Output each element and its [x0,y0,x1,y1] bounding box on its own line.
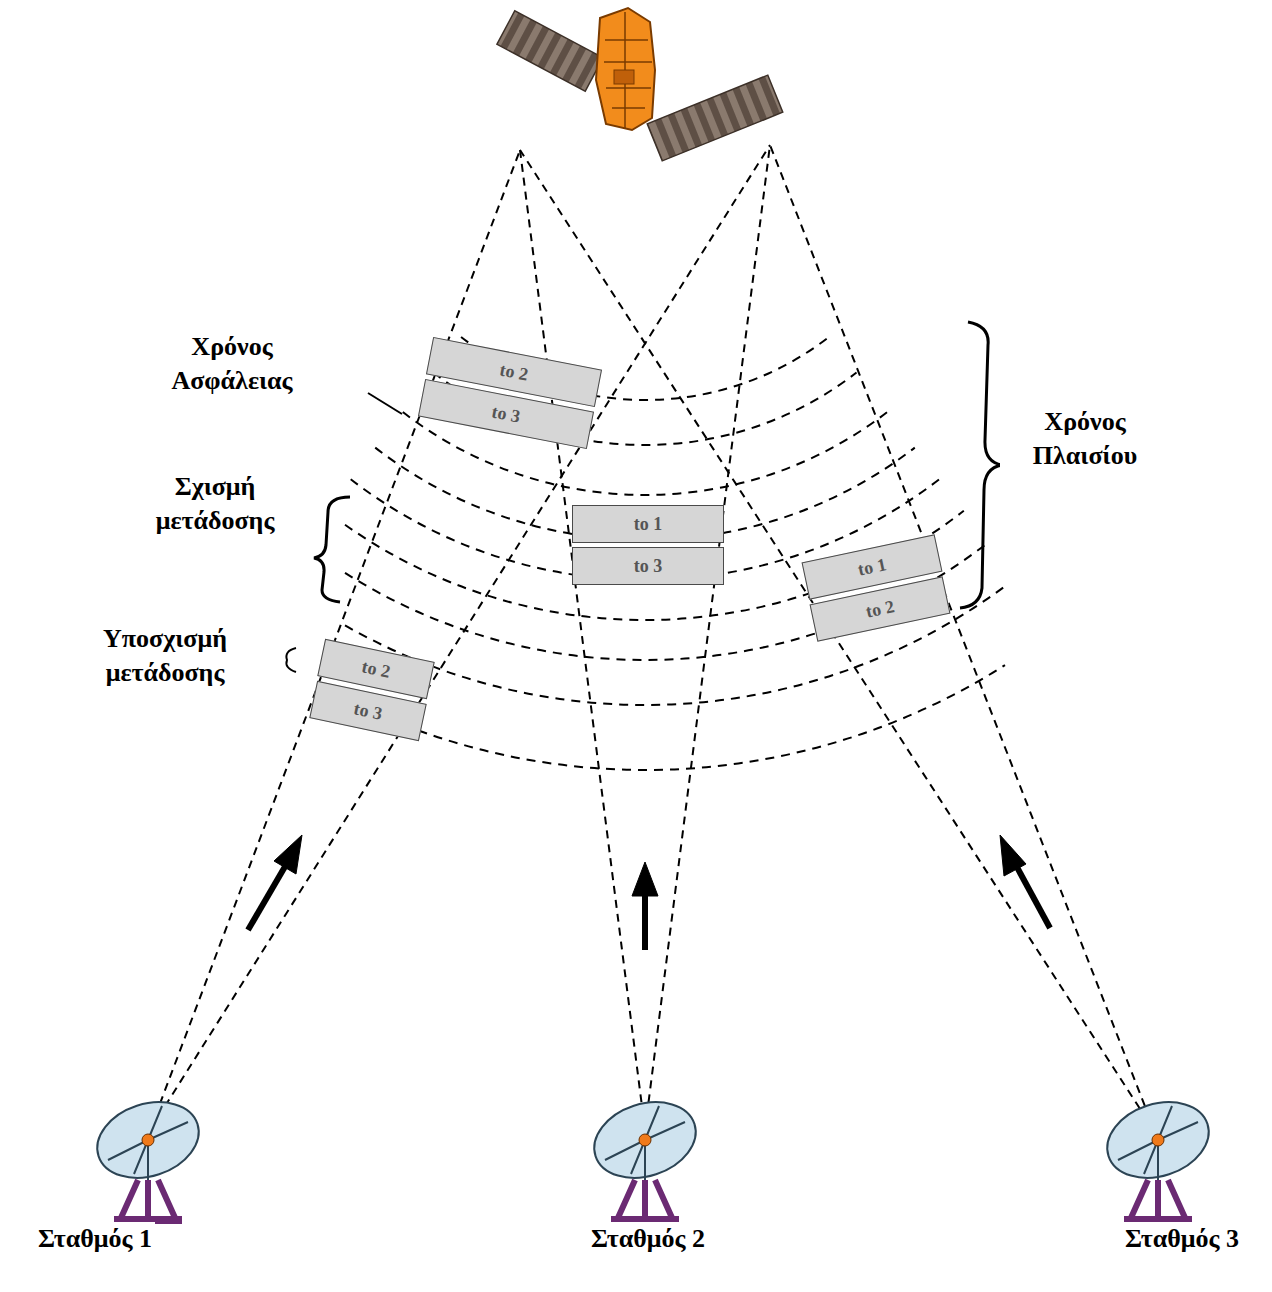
callout-label: Υποσχισμή μετάδοσης [62,622,268,690]
subslot-box: to 3 [572,547,724,585]
station-dish [584,1090,705,1224]
callout-label: Χρόνος Ασφάλειας [139,330,325,398]
station-dish [1097,1090,1218,1224]
station-name: Σταθμός 3 [1122,1222,1242,1256]
slot-label: to 3 [634,556,663,577]
slot-label: to 1 [856,554,888,580]
time-bands [345,337,1005,770]
station-dish [87,1090,208,1224]
station-name: Σταθμός 1 [35,1222,155,1256]
slot-label: to 3 [352,697,384,723]
brackets [286,322,1002,672]
uplink-arrows [248,835,1050,950]
slot-label: to 3 [490,401,522,427]
band-arc [375,448,915,540]
beam-lines [150,145,1155,1132]
slot-label: to 2 [360,656,392,682]
station-name: Σταθμός 2 [588,1222,708,1256]
satellite [497,8,783,161]
callout-label: Σχισμή μετάδοσης [117,470,313,538]
band-arc [345,665,1005,770]
subslot-box: to 1 [572,505,724,543]
slot-label: to 2 [864,595,896,621]
slot-label: to 1 [634,514,663,535]
slot-label: to 2 [498,359,530,385]
callout-label: Χρόνος Πλαισίου [1000,405,1171,473]
